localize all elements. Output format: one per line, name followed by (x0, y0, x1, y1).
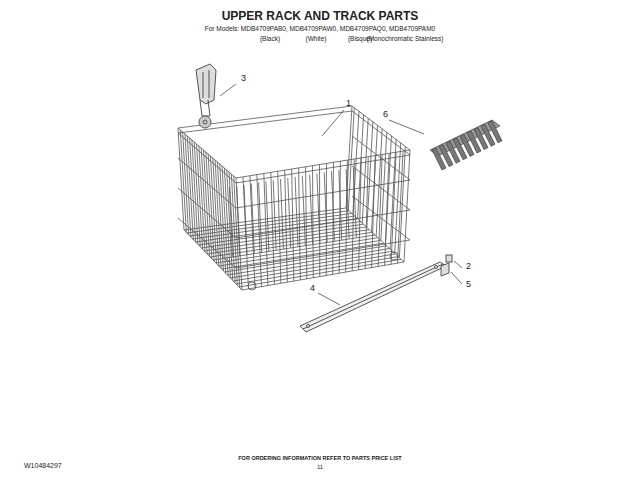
diagram-title: UPPER RACK AND TRACK PARTS (222, 10, 419, 22)
footer-text: W10484297 (24, 462, 62, 469)
color-note: (White) (306, 36, 327, 43)
rack-clip (196, 64, 216, 128)
color-note: (Black) (260, 36, 280, 43)
callout-number: 2 (466, 262, 471, 271)
leader-lines (220, 84, 462, 305)
tine-row (430, 120, 502, 170)
callout-number: 3 (241, 74, 246, 83)
upper-rack (178, 106, 410, 290)
color-note: (Monochromatic Stainless) (367, 36, 444, 43)
callout-number: 5 (466, 280, 471, 289)
callout-number: 1 (346, 99, 351, 108)
footer-text: FOR ORDERING INFORMATION REFER TO PARTS … (238, 456, 401, 462)
callout-number: 4 (310, 284, 315, 293)
model-list: For Models: MDB4709PAB0, MDB4709PAW0, MD… (205, 26, 436, 33)
track-rail (300, 262, 446, 332)
callout-number: 6 (383, 110, 388, 119)
footer-text: 11 (317, 464, 323, 470)
track-stop (441, 255, 452, 276)
